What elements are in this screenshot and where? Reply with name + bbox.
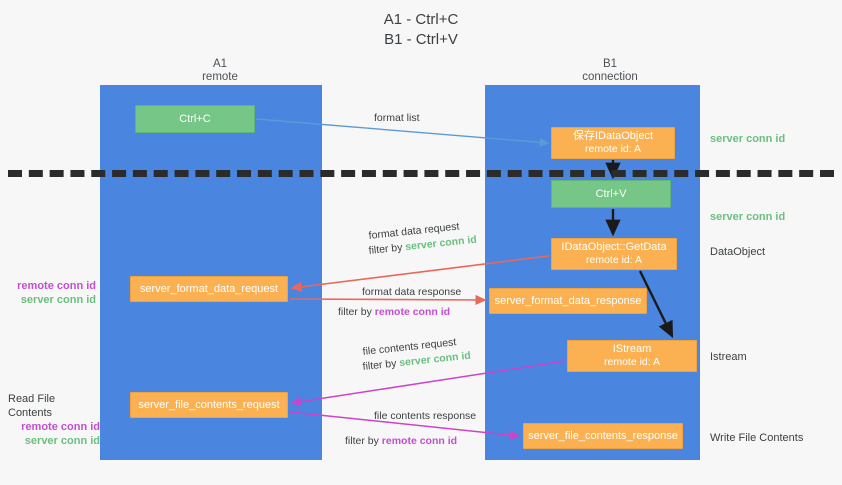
- filter-key-remote-conn-id: remote conn id: [374, 306, 451, 318]
- filter-prefix: filter by: [368, 241, 406, 257]
- filter-prefix: filter by: [345, 435, 382, 447]
- label-server-conn-id: server conn id: [24, 435, 100, 447]
- node-ctrl-v[interactable]: Ctrl+V: [551, 180, 671, 208]
- label-read-file-contents: Read File Contents: [8, 393, 56, 419]
- node-idataobject-line1: 保存IDataObject: [572, 130, 654, 142]
- node-istream-line2: remote id: A: [603, 356, 661, 368]
- title-line-2: B1 - Ctrl+V: [384, 31, 458, 48]
- label-write-file-contents: Write File Contents: [710, 432, 804, 444]
- column-a1-role: remote: [202, 71, 238, 83]
- label-dataobject: DataObject: [710, 246, 766, 258]
- annotation-file-contents-response-filter: filter by remote conn id: [345, 434, 457, 448]
- label-server-conn-id-top: server conn id: [710, 133, 786, 145]
- node-istream-line1: IStream: [612, 343, 652, 355]
- node-getdata-line2: remote id: A: [585, 254, 643, 266]
- node-server-file-contents-response[interactable]: server_file_contents_response: [523, 423, 683, 449]
- label-remote-conn-id: remote conn id: [17, 280, 96, 292]
- column-header-b1: B1 connection: [525, 58, 695, 84]
- node-istream[interactable]: IStream remote id: A: [567, 340, 697, 372]
- node-ctrl-v-label: Ctrl+V: [595, 187, 627, 200]
- node-idataobject-line2: remote id: A: [584, 143, 642, 155]
- column-a1-name: A1: [212, 58, 228, 70]
- node-server-file-contents-response-label: server_file_contents_response: [528, 429, 678, 442]
- annotation-format-list: format list: [374, 112, 420, 124]
- label-server-conn-id-mid: server conn id: [710, 211, 786, 223]
- column-b1-role: connection: [582, 71, 638, 83]
- label-remote-conn-id: remote conn id: [21, 421, 100, 433]
- phase-divider: [8, 170, 834, 177]
- label-istream: Istream: [710, 351, 747, 363]
- annotation-file-contents-response: file contents response: [374, 410, 477, 422]
- column-header-a1: A1 remote: [135, 58, 305, 84]
- label-conn-ids-upper: remote conn id server conn id: [8, 279, 96, 307]
- node-ctrl-c-label: Ctrl+C: [179, 112, 211, 125]
- annotation-format-data-response: format data response: [362, 286, 462, 298]
- node-server-format-data-request-label: server_format_data_request: [139, 282, 279, 295]
- label-read-file-contents-group: Read File Contents remote conn id server…: [8, 392, 100, 448]
- node-server-file-contents-request-label: server_file_contents_request: [138, 398, 280, 411]
- label-server-conn-id: server conn id: [20, 294, 96, 306]
- filter-prefix: filter by: [362, 357, 400, 373]
- node-server-format-data-response-label: server_format_data_response: [494, 294, 642, 307]
- annotation-format-data-response-filter: filter by remote conn id: [338, 305, 450, 319]
- filter-prefix: filter by: [338, 306, 375, 318]
- page-title: A1 - Ctrl+C B1 - Ctrl+V: [0, 10, 842, 50]
- node-server-format-data-response[interactable]: server_format_data_response: [489, 288, 647, 314]
- node-server-format-data-request[interactable]: server_format_data_request: [130, 276, 288, 302]
- title-line-1: A1 - Ctrl+C: [383, 11, 459, 28]
- node-idataobject-getdata[interactable]: IDataObject::GetData remote id: A: [551, 238, 677, 270]
- column-b1-name: B1: [602, 58, 618, 70]
- node-server-file-contents-request[interactable]: server_file_contents_request: [130, 392, 288, 418]
- node-ctrl-c[interactable]: Ctrl+C: [135, 105, 255, 133]
- node-idataobject[interactable]: 保存IDataObject remote id: A: [551, 127, 675, 159]
- filter-key-remote-conn-id: remote conn id: [381, 435, 458, 447]
- node-getdata-line1: IDataObject::GetData: [561, 241, 667, 253]
